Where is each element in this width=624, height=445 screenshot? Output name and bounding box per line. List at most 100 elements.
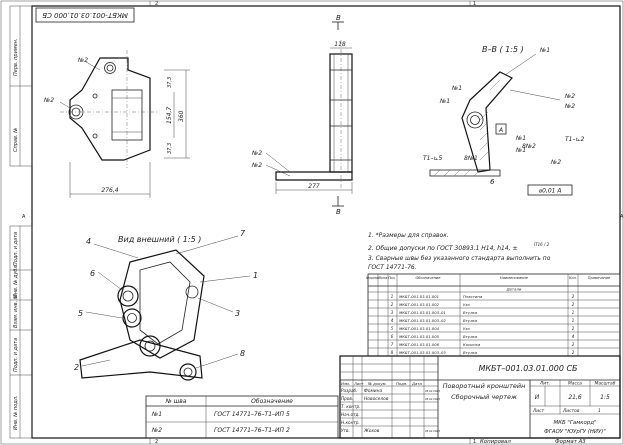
zone-mark-side-a-right: A (620, 214, 624, 220)
tb-role-prov: Пров. (341, 396, 353, 401)
tb-col-izm: Изм. (341, 381, 350, 386)
section-frame-a: A (498, 127, 503, 134)
weld-header-designation: Обозначение (251, 398, 293, 405)
tb-scale-label: Масштаб (595, 381, 616, 387)
tb-person-utv: Жохов (363, 428, 380, 434)
tb-sheets-label: Листов (562, 408, 580, 414)
front-dim-offset-top: 37,3 (167, 77, 173, 88)
spec-row-cell: 2 (391, 302, 394, 307)
spec-row-cell: 1 (572, 310, 575, 315)
section-mark-bottom: В (336, 208, 341, 216)
section-position-6: 6 (490, 178, 495, 186)
section-plate (461, 71, 513, 173)
side-dim-bottom: 277 (308, 183, 320, 190)
spec-row-cell: МКБТ-001.03.01.001 (399, 294, 439, 299)
spec-row-cell: Втулка (463, 318, 478, 323)
spec-header-qty: Кол. (569, 276, 577, 280)
front-dim-height: 360 (178, 110, 185, 122)
note-3b: ГОСТ 14771-76. (368, 264, 417, 271)
section-callout-1: №1 (539, 47, 550, 54)
zone-mark-top-2: 2 (155, 1, 158, 7)
spec-row-cell: 4 (391, 318, 394, 323)
section-bushing (466, 111, 484, 129)
section-callout-8: 8№2 (522, 143, 536, 150)
spec-row-cell: 7 (391, 342, 394, 347)
zone-mark-top-1: 1 (473, 1, 476, 7)
section-callout-2: №1 (451, 85, 462, 92)
spec-row-cell: Косынка (463, 342, 481, 347)
tb-lit-label: Лит. (539, 381, 550, 387)
front-callout-no2-left: №2 (43, 97, 54, 104)
weld-symbol-right: Т1–⊾2 (565, 136, 585, 143)
spec-row-cell: МКБТ-001.03.01.005 (399, 334, 440, 339)
tb-person-razrab: Фомина (364, 388, 383, 394)
section-callout-10: 8№1 (464, 155, 478, 162)
front-dim-offset-bottom: 37,3 (167, 143, 173, 154)
tb-org-line1: МКБ "Гамкорд" (554, 420, 597, 426)
external-view-title: Вид внешний ( 1:5 ) (118, 235, 201, 244)
title-block-code: МКБТ–001.03.01.000 СБ (478, 364, 578, 373)
external-view: Вид внешний ( 1:5 ) 4 7 6 1 5 3 2 8 (74, 229, 258, 381)
title-block-name-line1: Поворотный кронштейн (443, 382, 526, 390)
spec-row-cell: Втулка (463, 334, 478, 339)
strip-perv-primen: Перв. примен. (13, 38, 19, 76)
weld-table: № шва Обозначение №1 ГОСТ 14771–76–Т1–ИП… (145, 395, 339, 439)
tb-org-line2: ФГАОУ "ЮУрГУ (НИУ)" (544, 429, 606, 435)
spec-row-cell: 3 (391, 310, 394, 315)
spec-header-note: Примечание (588, 276, 610, 280)
spec-row-cell: Ухо (463, 302, 471, 307)
spec-header-name: Наименование (500, 276, 529, 280)
external-pos-1: 1 (253, 271, 258, 280)
note-fraction: IT16 / 2 (534, 242, 550, 247)
footer-format: Формат А3 (555, 439, 586, 445)
weld-row-2-designation: ГОСТ 14771–76–Т1–ИП 2 (214, 427, 290, 434)
section-callout-3: №1 (439, 98, 450, 105)
spec-header-designation: Обозначение (416, 276, 442, 280)
zone-mark-side-a: A (22, 214, 26, 220)
tb-role-tkontr: Т. контр. (341, 404, 360, 409)
external-pos-2: 2 (74, 363, 79, 372)
note-2: 2. Общие допуски по ГОСТ 30893.1 H14, h1… (368, 245, 518, 252)
tb-role-nachotd: Нач.отд. (341, 412, 360, 417)
section-callout-7: №1 (515, 147, 526, 154)
section-title: В–В ( 1:5 ) (482, 45, 524, 54)
tb-scale-value: 1:5 (600, 394, 610, 401)
tb-role-razrab: Разраб. (341, 388, 357, 393)
strip-podp-data-1: Подп. и дата (13, 232, 19, 266)
tb-col-list: Лист (353, 381, 364, 386)
spec-row-cell: 2 (572, 302, 575, 307)
spec-row-cell: МКБТ-001.03.01.006 (399, 342, 440, 347)
section-mark-top: В (336, 14, 341, 22)
spec-row-cell: 1 (572, 318, 575, 323)
tolerance-frame: ⌀0,01 A (539, 188, 562, 195)
tb-lit-value: И (535, 394, 540, 401)
left-strip: Перв. примен. Справ. № Подп. и дата Инв.… (9, 5, 33, 439)
footer-copied: Копировал (480, 439, 511, 445)
spec-row-cell: МКБТ-001.03.01.003–03 (399, 350, 446, 355)
front-view-plate (69, 57, 151, 161)
tb-col-doc: № докум. (367, 381, 387, 386)
side-callout-no2-a: №2 (251, 150, 262, 157)
external-plate (119, 249, 205, 359)
tb-col-data: Дата (411, 381, 423, 386)
tb-mass-label: Масса (568, 381, 582, 387)
section-callout-9: №2 (550, 159, 561, 166)
external-base (79, 339, 203, 379)
technical-notes: 1. *Размеры для справок. 2. Общие допуск… (368, 232, 551, 271)
external-pos-6: 6 (90, 269, 95, 278)
front-bushing-top (104, 62, 116, 74)
front-dim-width: 276,4 (101, 187, 118, 194)
strip-inv-dubl: Инв. № дубл. (13, 264, 19, 298)
spec-row-cell: 2 (572, 342, 575, 347)
drawing-frame (31, 5, 621, 439)
side-callout-no2-b: №2 (251, 162, 262, 169)
spec-header-pos: Поз. (388, 276, 396, 280)
zone-mark-bottom-2: 2 (155, 439, 158, 445)
tb-date-utv: 05.02.2023 (425, 429, 440, 433)
note-3: 3. Сварные швы без указанного стандарта … (368, 255, 551, 262)
external-pos-3: 3 (235, 309, 240, 318)
side-view: В 118 №2 №2 277 В (251, 14, 353, 216)
spec-row-cell: 2 (572, 326, 575, 331)
